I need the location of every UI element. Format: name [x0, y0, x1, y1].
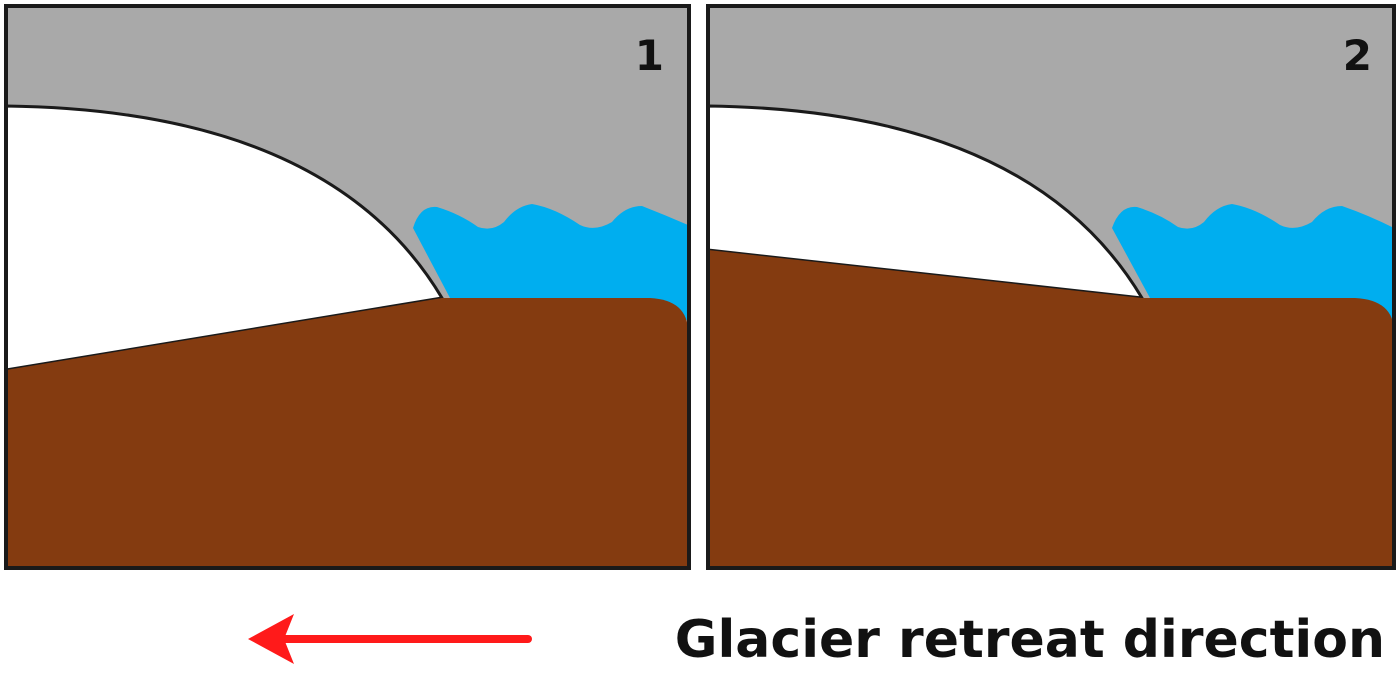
panel-1-number: 1: [635, 31, 664, 80]
panel-2-meltwater: [1112, 204, 1394, 320]
panel-1-frame: [4, 4, 691, 570]
caption-group: Glacier retreat direction: [248, 610, 1385, 670]
panel-1-glacier-ice: [4, 104, 445, 372]
panel-1-bedrock: [6, 298, 688, 568]
panel-1: 1: [4, 4, 691, 570]
panel-2: 2: [706, 4, 1396, 570]
panel-1-meltwater: [413, 204, 688, 320]
panel-2-glacier-ice: [706, 104, 1145, 300]
panel-2-frame: [706, 4, 1396, 570]
retreat-arrow-icon: [248, 614, 532, 664]
caption-text: Glacier retreat direction: [675, 610, 1385, 670]
panel-2-number: 2: [1343, 31, 1372, 80]
retreat-arrow-head: [248, 614, 294, 664]
panel-2-bedrock: [708, 250, 1394, 568]
